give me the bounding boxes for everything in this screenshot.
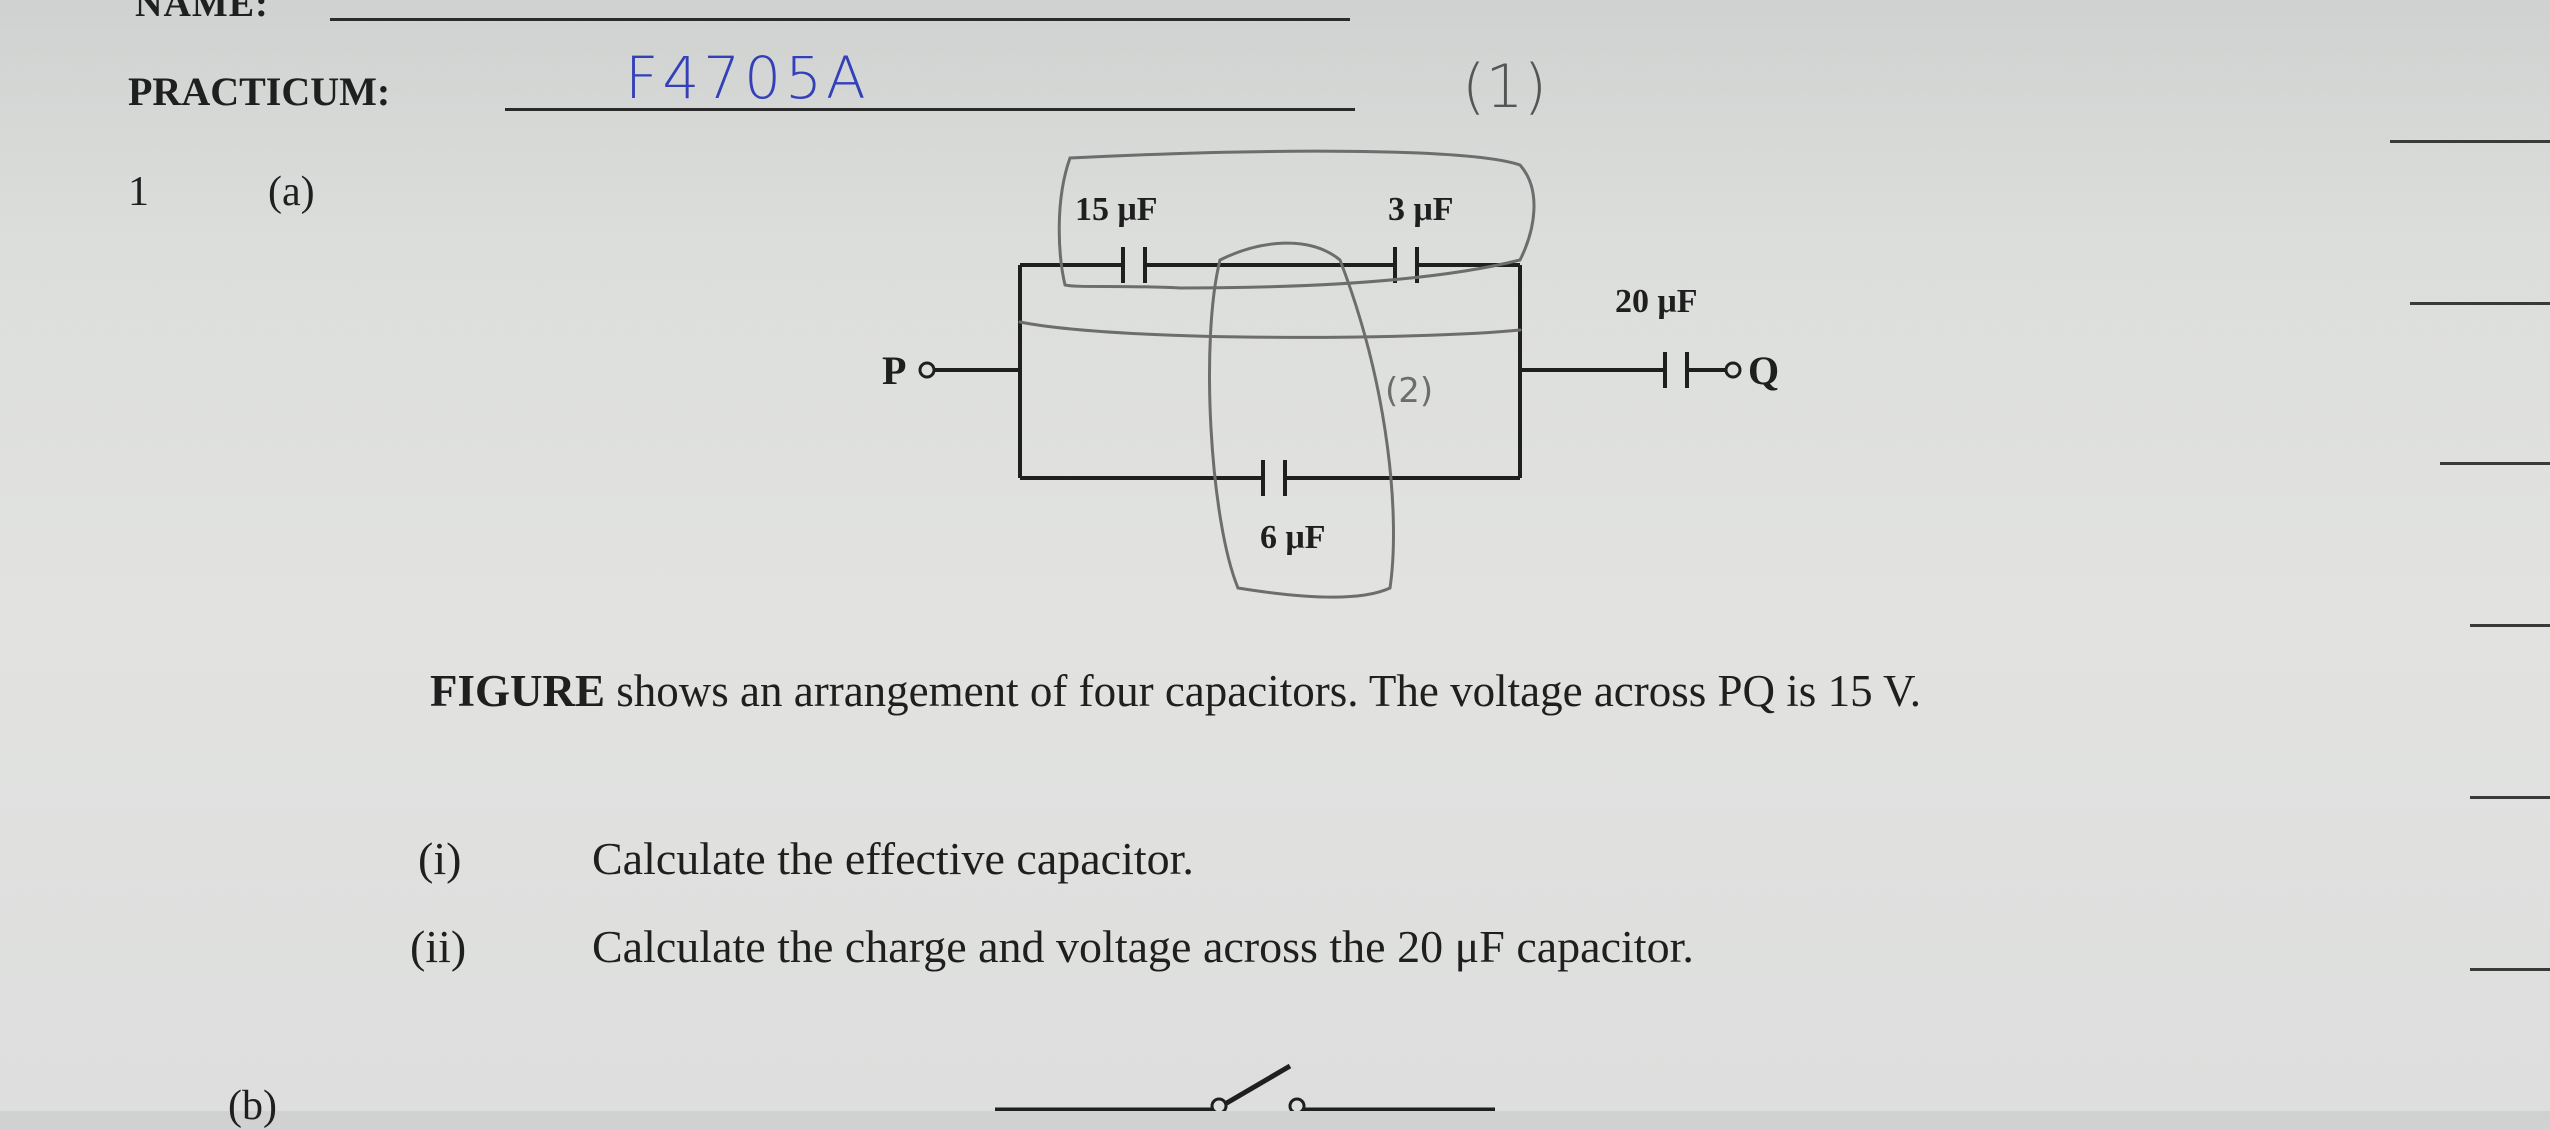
terminal-p-node [918, 361, 936, 379]
capacitor-20uf-label: 20 μF [1615, 283, 1698, 320]
terminal-q-node [1724, 361, 1742, 379]
question-statement: FIGURE shows an arrangement of four capa… [430, 658, 2230, 724]
margin-answer-line [2470, 796, 2550, 799]
margin-answer-line [2390, 140, 2550, 143]
subpart-i-number: (i) [418, 833, 462, 884]
subpart-ii-number: (ii) [410, 921, 467, 972]
margin-answer-line [2440, 462, 2550, 465]
next-part-label: (b) [228, 1083, 277, 1129]
marks-handwritten: (1) [1462, 52, 1547, 122]
next-circuit-partial [995, 1063, 1495, 1111]
capacitor-15uf-label: 15 μF [1075, 191, 1158, 228]
pencil-annotation: (2) [1385, 371, 1433, 411]
margin-answer-line [2470, 968, 2550, 971]
subpart-i-text: Calculate the effective capacitor. [592, 833, 1194, 884]
terminal-p-label: P [882, 348, 906, 393]
capacitor-6uf-label: 6 μF [1260, 519, 1326, 556]
question-number: 1 [128, 169, 149, 215]
subpart-ii-text: Calculate the charge and voltage across … [592, 921, 1694, 972]
margin-answer-line [2470, 624, 2550, 627]
figure-keyword: FIGURE [430, 666, 606, 716]
capacitor-plates [1121, 247, 1689, 496]
margin-answer-line [2410, 302, 2550, 305]
capacitor-circuit-diagram: 15 μF 3 μF 6 μF 20 μF P Q (2) [882, 149, 1779, 599]
practicum-answer-line [505, 108, 1355, 111]
statement-text: shows an arrangement of four capacitors.… [605, 666, 1921, 716]
name-answer-line [330, 18, 1350, 21]
terminal-q-label: Q [1748, 348, 1779, 393]
capacitor-3uf-label: 3 μF [1388, 191, 1454, 228]
circuit-wires [935, 263, 1725, 480]
name-label: NAME: [135, 0, 269, 25]
question-part-label: (a) [268, 169, 315, 215]
practicum-handwritten-answer: F4705A [625, 44, 870, 112]
pencil-groupings [1018, 149, 1536, 599]
practicum-label: PRACTICUM: [128, 69, 391, 114]
